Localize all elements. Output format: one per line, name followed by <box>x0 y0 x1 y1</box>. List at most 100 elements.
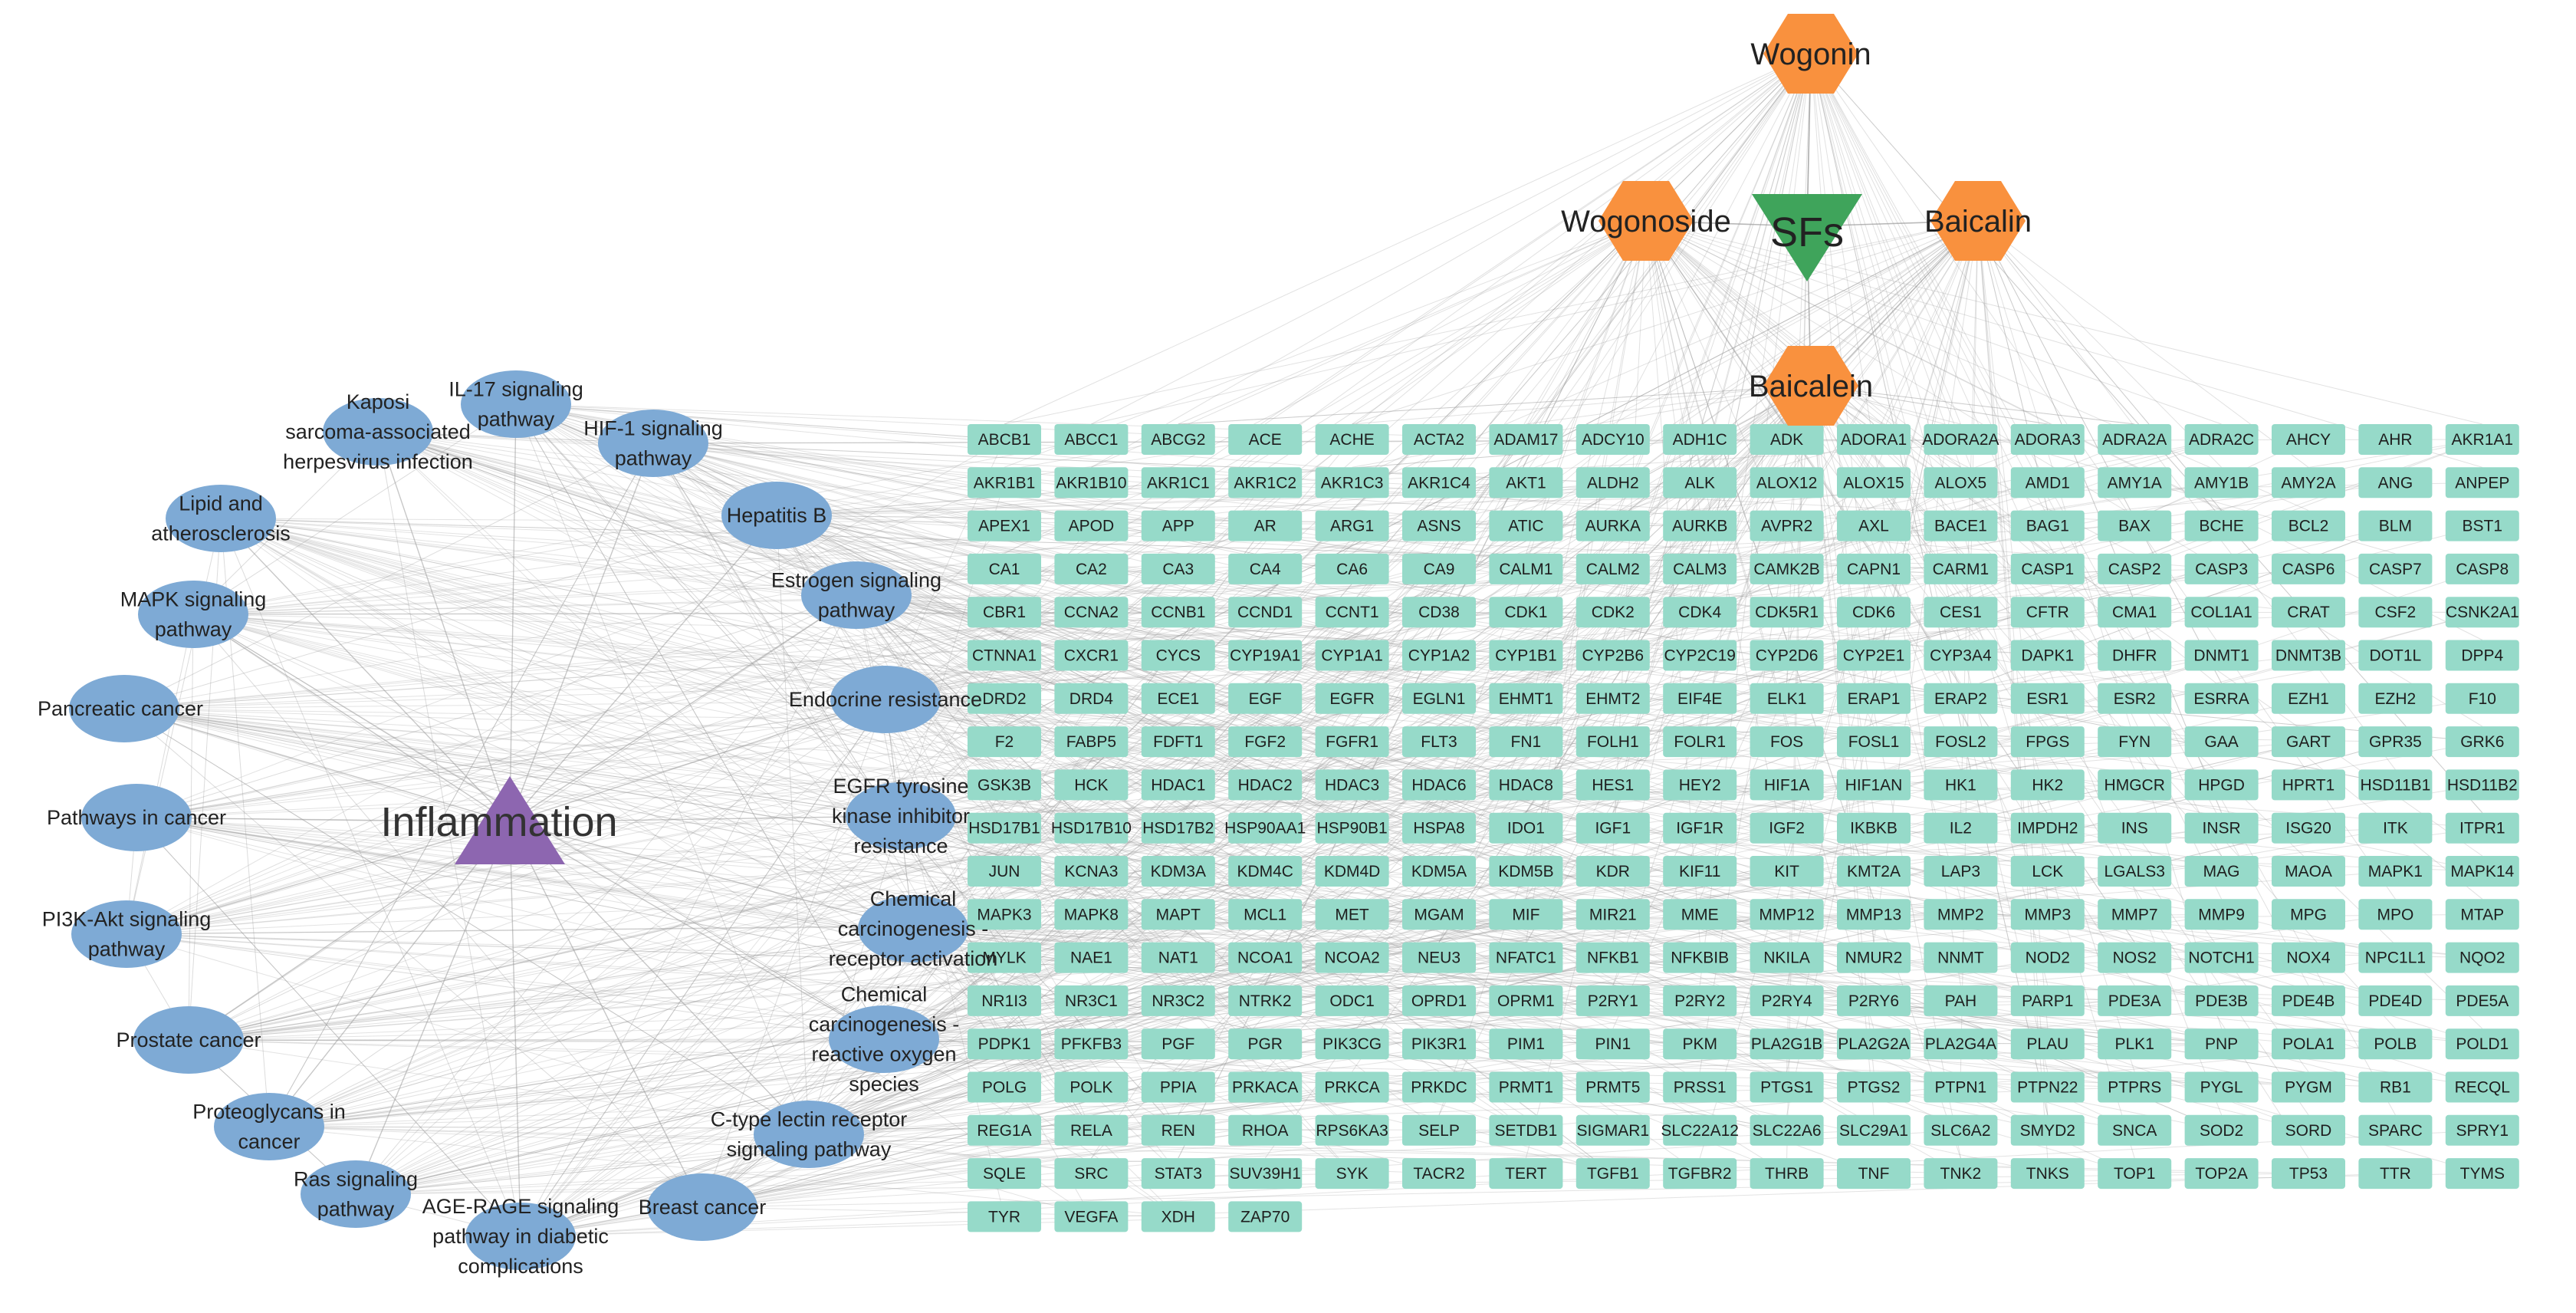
gene-node[interactable]: AURKA <box>1576 510 1650 541</box>
gene-node[interactable]: AXL <box>1837 510 1911 541</box>
gene-node[interactable]: PDE5A <box>2445 985 2519 1016</box>
gene-node[interactable]: DNMT3B <box>2272 640 2345 671</box>
gene-node[interactable]: CYP2C19 <box>1663 640 1737 671</box>
gene-node[interactable]: CYP1B1 <box>1489 640 1563 671</box>
gene-node[interactable]: CDK2 <box>1576 597 1650 628</box>
gene-node[interactable]: TACR2 <box>1402 1158 1476 1190</box>
gene-node[interactable]: PIK3R1 <box>1402 1028 1476 1060</box>
gene-node[interactable]: SOD2 <box>2184 1114 2259 1146</box>
gene-node[interactable]: PARP1 <box>2010 985 2085 1016</box>
gene-node[interactable]: NMUR2 <box>1837 942 1911 973</box>
gene-node[interactable]: EHMT2 <box>1576 683 1650 714</box>
gene-node[interactable]: IMPDH2 <box>2010 812 2085 844</box>
gene-node[interactable]: TYR <box>968 1201 1041 1232</box>
gene-node[interactable]: FDFT1 <box>1141 726 1215 758</box>
gene-node[interactable]: APOD <box>1054 510 1129 541</box>
gene-node[interactable]: NNMT <box>1924 942 1998 973</box>
gene-node[interactable]: SQLE <box>968 1158 1041 1190</box>
gene-node[interactable]: IGF2 <box>1750 812 1824 844</box>
pathway-node-breast[interactable]: Breast cancer <box>639 1173 767 1241</box>
gene-node[interactable]: HSD17B2 <box>1141 812 1215 844</box>
gene-node[interactable]: ADAM17 <box>1489 424 1563 455</box>
gene-node[interactable]: CCND1 <box>1228 597 1303 628</box>
gene-node[interactable]: POLA1 <box>2272 1028 2345 1060</box>
gene-node[interactable]: KDM3A <box>1141 856 1215 887</box>
gene-node[interactable]: NFATC1 <box>1489 942 1563 973</box>
gene-node[interactable]: SORD <box>2272 1114 2345 1146</box>
gene-node[interactable]: HES1 <box>1576 769 1650 801</box>
gene-node[interactable]: FOSL1 <box>1837 726 1911 758</box>
gene-node[interactable]: MAG <box>2184 856 2259 887</box>
gene-node[interactable]: ESR2 <box>2098 683 2172 714</box>
gene-node[interactable]: PRKACA <box>1228 1071 1303 1103</box>
gene-node[interactable]: AMY1A <box>2098 467 2172 499</box>
gene-node[interactable]: KCNA3 <box>1054 856 1129 887</box>
gene-node[interactable]: TNK2 <box>1924 1158 1998 1190</box>
gene-node[interactable]: BCL2 <box>2272 510 2345 541</box>
gene-node[interactable]: HDAC1 <box>1141 769 1215 801</box>
gene-node[interactable]: SYK <box>1315 1158 1389 1190</box>
gene-node[interactable]: ADK <box>1750 424 1824 455</box>
gene-node[interactable]: EHMT1 <box>1489 683 1563 714</box>
gene-node[interactable]: PNP <box>2184 1028 2259 1060</box>
gene-node[interactable]: CYP1A1 <box>1315 640 1389 671</box>
gene-node[interactable]: THRB <box>1750 1158 1824 1190</box>
gene-node[interactable]: AURKB <box>1663 510 1737 541</box>
gene-node[interactable]: DRD4 <box>1054 683 1129 714</box>
gene-node[interactable]: ADCY10 <box>1576 424 1650 455</box>
gene-node[interactable]: VEGFA <box>1054 1201 1129 1232</box>
gene-node[interactable]: FYN <box>2098 726 2172 758</box>
gene-node[interactable]: PPIA <box>1141 1071 1215 1103</box>
gene-node[interactable]: CASP8 <box>2445 553 2519 584</box>
gene-node[interactable]: PLA2G4A <box>1924 1028 1998 1060</box>
gene-node[interactable]: AKR1C2 <box>1228 467 1303 499</box>
gene-node[interactable]: HPGD <box>2184 769 2259 801</box>
gene-node[interactable]: GAA <box>2184 726 2259 758</box>
gene-node[interactable]: ODC1 <box>1315 985 1389 1016</box>
gene-node[interactable]: IKBKB <box>1837 812 1911 844</box>
gene-node[interactable]: DPP4 <box>2445 640 2519 671</box>
gene-node[interactable]: CAMK2B <box>1750 553 1824 584</box>
gene-node[interactable]: CCNB1 <box>1141 597 1215 628</box>
gene-node[interactable]: NEU3 <box>1402 942 1476 973</box>
gene-node[interactable]: CARM1 <box>1924 553 1998 584</box>
gene-node[interactable]: NOD2 <box>2010 942 2085 973</box>
gene-node[interactable]: NOTCH1 <box>2184 942 2259 973</box>
gene-node[interactable]: PTPN22 <box>2010 1071 2085 1103</box>
gene-node[interactable]: SMYD2 <box>2010 1114 2085 1146</box>
gene-node[interactable]: FOS <box>1750 726 1824 758</box>
gene-node[interactable]: TNKS <box>2010 1158 2085 1190</box>
pathway-node-endocrine[interactable]: Endocrine resistance <box>789 666 982 733</box>
gene-node[interactable]: FOLH1 <box>1576 726 1650 758</box>
gene-node[interactable]: PRMT1 <box>1489 1071 1563 1103</box>
gene-node[interactable]: CALM3 <box>1663 553 1737 584</box>
gene-node[interactable]: PFKFB3 <box>1054 1028 1129 1060</box>
gene-node[interactable]: HSD11B2 <box>2445 769 2519 801</box>
gene-node[interactable]: NR3C1 <box>1054 985 1129 1016</box>
gene-node[interactable]: PIK3CG <box>1315 1028 1389 1060</box>
gene-node[interactable]: FOLR1 <box>1663 726 1737 758</box>
gene-node[interactable]: FLT3 <box>1402 726 1476 758</box>
gene-node[interactable]: CA3 <box>1141 553 1215 584</box>
gene-node[interactable]: PDE4D <box>2358 985 2433 1016</box>
gene-node[interactable]: MPG <box>2272 899 2345 930</box>
gene-node[interactable]: AKR1C1 <box>1141 467 1215 499</box>
gene-node[interactable]: LGALS3 <box>2098 856 2172 887</box>
gene-node[interactable]: ANG <box>2358 467 2433 499</box>
gene-node[interactable]: JUN <box>968 856 1041 887</box>
gene-node[interactable]: RPS6KA3 <box>1315 1114 1389 1146</box>
gene-node[interactable]: HPRT1 <box>2272 769 2345 801</box>
gene-node[interactable]: ITPR1 <box>2445 812 2519 844</box>
gene-node[interactable]: NOS2 <box>2098 942 2172 973</box>
gene-node[interactable]: CSF2 <box>2358 597 2433 628</box>
gene-node[interactable]: CTNNA1 <box>968 640 1041 671</box>
gene-node[interactable]: CDK6 <box>1837 597 1911 628</box>
gene-node[interactable]: MPO <box>2358 899 2433 930</box>
gene-node[interactable]: BAX <box>2098 510 2172 541</box>
gene-node[interactable]: ALOX15 <box>1837 467 1911 499</box>
gene-node[interactable]: CYP2B6 <box>1576 640 1650 671</box>
gene-node[interactable]: POLB <box>2358 1028 2433 1060</box>
